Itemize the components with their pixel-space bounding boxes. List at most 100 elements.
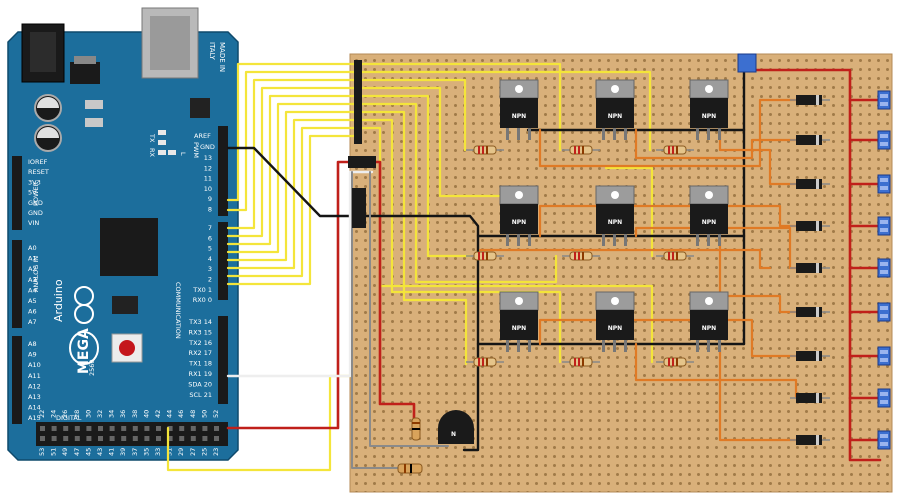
pin-label: 29 bbox=[177, 448, 185, 456]
header-pin bbox=[74, 436, 80, 441]
pin-label: 10 bbox=[204, 185, 212, 193]
pin-label: 5V bbox=[28, 189, 37, 197]
resistor bbox=[562, 251, 600, 261]
npn-transistor-label: NPN bbox=[702, 113, 716, 120]
pin-label: 50 bbox=[200, 410, 208, 418]
pin-label: 48 bbox=[189, 410, 197, 418]
pin-label: 25 bbox=[200, 448, 208, 456]
resistor-array bbox=[466, 145, 694, 367]
npn-transistor-label: NPN bbox=[512, 325, 526, 332]
pin-label: A0 bbox=[28, 244, 37, 252]
header-pin bbox=[109, 436, 115, 441]
pin-label: 37 bbox=[131, 448, 139, 456]
npn-transistor: NPN bbox=[595, 79, 635, 140]
pin-label: 36 bbox=[119, 410, 127, 418]
header-pin bbox=[214, 426, 219, 431]
pin-label: 5 bbox=[208, 245, 212, 253]
rx-label: RX bbox=[148, 148, 156, 158]
pin-label: SDA 20 bbox=[188, 380, 212, 388]
output-connector bbox=[877, 216, 891, 236]
diode bbox=[790, 263, 830, 273]
npn-transistor: NPN bbox=[689, 185, 729, 246]
header-pin bbox=[51, 426, 57, 431]
pin-label: A9 bbox=[28, 351, 37, 359]
pin-label: 3V3 bbox=[28, 178, 41, 186]
pin-label: 49 bbox=[61, 448, 69, 456]
npn-transistor-label: NPN bbox=[608, 219, 622, 226]
header-pin bbox=[40, 426, 45, 431]
pin-label: 45 bbox=[84, 448, 92, 456]
resistor bbox=[562, 357, 600, 367]
output-connector bbox=[877, 430, 891, 450]
pin-label: 46 bbox=[177, 410, 185, 418]
header-pin bbox=[190, 426, 196, 431]
pin-label: 38 bbox=[131, 410, 139, 418]
output-connector bbox=[877, 90, 891, 110]
pin-label: 28 bbox=[73, 410, 81, 418]
resistor bbox=[397, 463, 423, 474]
header-pin bbox=[63, 426, 69, 431]
pin-label: 41 bbox=[108, 448, 116, 456]
npn-transistor-label: NPN bbox=[512, 219, 526, 226]
header-pin bbox=[109, 426, 115, 431]
npn-transistor-label: NPN bbox=[608, 325, 622, 332]
npn-transistor: NPN bbox=[595, 185, 635, 246]
microcontroller-chip bbox=[100, 218, 158, 276]
pin-label: 22 bbox=[38, 410, 46, 418]
header-pin bbox=[74, 426, 80, 431]
analog-header-2 bbox=[12, 336, 22, 424]
pin-label: 9 bbox=[208, 195, 212, 203]
header-pin bbox=[51, 436, 57, 441]
pin-label: 12 bbox=[204, 164, 212, 172]
pin-label: TX0 1 bbox=[192, 286, 212, 294]
communication-label: COMMUNICATION bbox=[174, 282, 182, 339]
npn-transistor: NPN bbox=[499, 291, 539, 352]
diode bbox=[790, 95, 830, 105]
header-pin bbox=[132, 426, 138, 431]
header-pin bbox=[202, 436, 208, 441]
driver-transistor: N bbox=[438, 410, 474, 444]
pin-label: 32 bbox=[96, 410, 104, 418]
output-connector bbox=[877, 130, 891, 150]
diode bbox=[790, 393, 830, 403]
power-header bbox=[12, 156, 22, 230]
pwm-label: PWM bbox=[192, 142, 200, 158]
country-label: ITALY bbox=[208, 42, 216, 61]
digital-label: DIGITAL bbox=[56, 414, 82, 422]
pin-label: 33 bbox=[154, 448, 162, 456]
diode-array bbox=[790, 95, 830, 445]
gnd-top-label: GND bbox=[200, 143, 215, 151]
output-connector bbox=[877, 302, 891, 322]
pin-label: 6 bbox=[208, 234, 212, 242]
power-connector bbox=[737, 53, 757, 73]
header-pin bbox=[156, 426, 161, 431]
pin-label: 24 bbox=[50, 410, 58, 418]
header-pin bbox=[40, 436, 45, 441]
pin-label: A10 bbox=[28, 361, 41, 369]
driver-transistor-label: N bbox=[451, 431, 456, 438]
pin-label: GND bbox=[28, 209, 43, 217]
resistor bbox=[466, 357, 504, 367]
pin-label: 42 bbox=[154, 410, 162, 418]
resistor bbox=[656, 145, 694, 155]
header-pin bbox=[179, 436, 185, 441]
digital-header bbox=[36, 422, 228, 446]
diode bbox=[790, 179, 830, 189]
pin-label: 27 bbox=[189, 448, 197, 456]
header-pin bbox=[167, 436, 173, 441]
pin-label: SCL 21 bbox=[189, 391, 212, 399]
output-connector bbox=[877, 346, 891, 366]
aref-label: AREF bbox=[194, 132, 211, 140]
resistor bbox=[562, 145, 600, 155]
analog-header-1 bbox=[12, 240, 22, 328]
npn-transistor: NPN bbox=[499, 79, 539, 140]
pin-label: A4 bbox=[28, 286, 37, 294]
pin-label: 13 bbox=[204, 154, 212, 162]
arduino-logo bbox=[69, 286, 99, 365]
header-pin bbox=[98, 436, 103, 441]
pin-label: 34 bbox=[108, 410, 116, 418]
pin-label: TX1 18 bbox=[188, 360, 212, 368]
resistor bbox=[466, 145, 504, 155]
diode bbox=[790, 135, 830, 145]
